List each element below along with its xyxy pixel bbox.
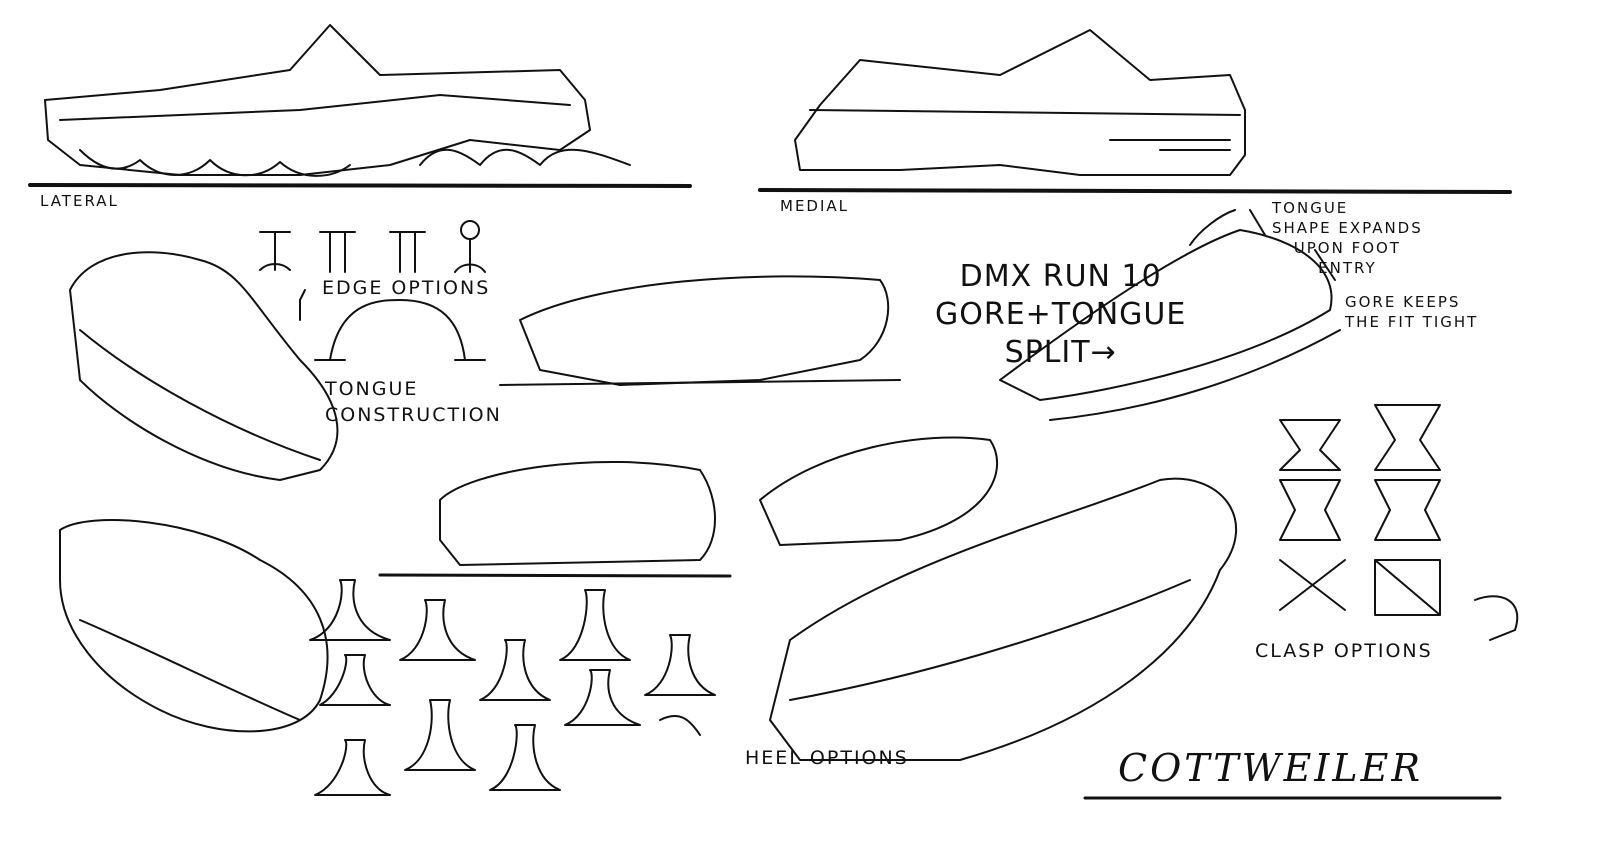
label-line: CONSTRUCTION [325, 404, 502, 426]
label-line: ENTRY [1318, 259, 1377, 277]
three-quarter-shoe-sketches [59, 229, 1341, 761]
label-tongue-construction: TONGUE CONSTRUCTION [325, 376, 502, 428]
label-lateral: LATERAL [40, 192, 119, 210]
label-line: TONGUE [325, 378, 419, 400]
edge-options-sketch [259, 220, 486, 361]
label-line: GORE KEEPS [1345, 293, 1461, 311]
medial-shoe-sketch [758, 29, 1512, 194]
label-line: TONGUE [1272, 199, 1349, 217]
label-clasp-options: CLASP OPTIONS [1255, 640, 1433, 662]
label-edge-options: EDGE OPTIONS [322, 277, 491, 299]
label-line: SPLIT→ [1004, 335, 1117, 370]
heel-options-sketch [309, 579, 716, 796]
label-line: SHAPE EXPANDS [1272, 219, 1423, 237]
lateral-shoe-sketch [28, 24, 692, 188]
label-medial: MEDIAL [780, 197, 850, 215]
signature-logo: COTTWEILER [1118, 746, 1424, 790]
label-dmx-run-10: DMX RUN 10 GORE+TONGUE SPLIT→ [935, 258, 1186, 372]
label-gore-keeps: GORE KEEPS THE FIT TIGHT [1345, 292, 1478, 332]
label-line: UPON FOOT [1293, 239, 1401, 257]
clasp-options-sketch [1279, 404, 1519, 641]
arrow-icons [1189, 209, 1336, 281]
label-line: THE FIT TIGHT [1345, 313, 1479, 331]
label-heel-options: HEEL OPTIONS [745, 747, 909, 769]
label-tongue-shape: TONGUE SHAPE EXPANDS UPON FOOT ENTRY [1272, 198, 1423, 278]
label-line: GORE+TONGUE [935, 297, 1187, 332]
label-line: DMX RUN 10 [959, 259, 1162, 294]
